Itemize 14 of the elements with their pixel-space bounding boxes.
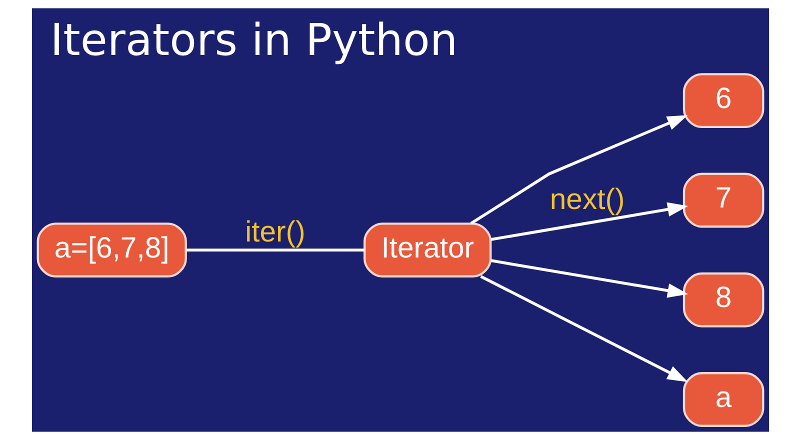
arrow	[490, 202, 688, 241]
edge-label: iter()	[244, 215, 305, 248]
connector	[185, 248, 364, 252]
edge-label: next()	[549, 183, 624, 216]
diagram-title: Iterators in Python	[50, 15, 458, 66]
node-box: Iterator	[363, 222, 492, 278]
arrow	[490, 259, 688, 298]
node-box: 8	[682, 272, 764, 328]
arrow	[480, 275, 688, 382]
node-box: 7	[682, 172, 764, 228]
node-box: 6	[682, 73, 764, 128]
arrow	[470, 115, 688, 225]
node-box: a=[6,7,8]	[36, 222, 186, 278]
node-box: a	[682, 372, 764, 427]
